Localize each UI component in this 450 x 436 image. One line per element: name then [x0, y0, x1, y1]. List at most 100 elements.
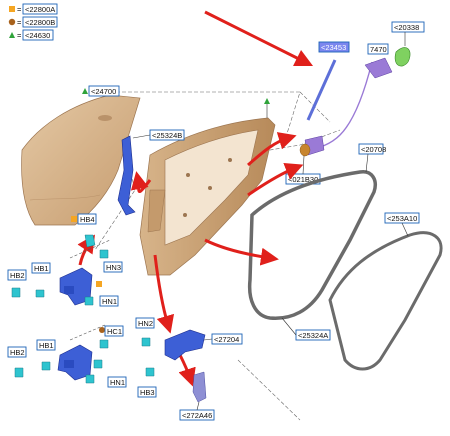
- label-hb2-lower: HB2: [10, 348, 25, 357]
- label-hn3: HN3: [106, 263, 121, 272]
- clip: [41, 361, 51, 371]
- label-box: [36, 339, 56, 351]
- label-box: [135, 317, 155, 329]
- label-box: [137, 386, 157, 398]
- outer-door-panel: [21, 94, 141, 226]
- arrow: [130, 171, 152, 193]
- label-box: [318, 41, 350, 53]
- legend-label-square: <22800A: [25, 5, 55, 14]
- legend-item-square: = <22800A: [9, 3, 58, 15]
- clip: [141, 337, 151, 347]
- inner-door-frame: [139, 117, 276, 276]
- leader-line: [203, 338, 213, 341]
- door-check-bracket: [164, 329, 206, 361]
- check-plug: [299, 143, 311, 157]
- upper-hinge: [59, 267, 93, 306]
- label-box: [367, 43, 389, 55]
- big-arrow: [204, 10, 314, 67]
- label-box: [7, 269, 27, 281]
- clip: [14, 367, 24, 378]
- clip: [93, 359, 103, 369]
- leader-line: [132, 134, 151, 139]
- clip: [99, 339, 109, 349]
- clip: [35, 289, 45, 298]
- door-panel-triangle-icon: [82, 88, 88, 94]
- label-hn1-upper: HN1: [102, 297, 117, 306]
- clip: [145, 367, 155, 377]
- label-box: [99, 295, 119, 307]
- label-hb2-upper: HB2: [10, 271, 25, 280]
- legend-label-box: [22, 29, 54, 41]
- dash-line: [69, 239, 111, 259]
- legend-item-triangle: = <24630: [9, 29, 54, 41]
- trim-bracket: [117, 135, 136, 216]
- label-box: [104, 325, 124, 337]
- circle-icon: [8, 18, 16, 26]
- frame-triangle-icon: [264, 98, 270, 104]
- clip: [84, 296, 94, 306]
- label-hb4: HB4: [80, 215, 95, 224]
- latch-cable: [304, 57, 393, 156]
- label-box: [391, 21, 425, 33]
- label-outer-seal: <20708: [361, 145, 386, 154]
- label-hn2: HN2: [138, 319, 153, 328]
- leader-line: [365, 153, 369, 173]
- leader-line: [196, 401, 200, 411]
- leader-line: [281, 317, 297, 336]
- hinge-square-icon: [96, 281, 102, 287]
- clip: [84, 234, 96, 248]
- label-door-panel: <24700: [91, 87, 116, 96]
- arrow: [153, 254, 175, 334]
- label-box: [103, 261, 123, 273]
- inner-seal: [328, 231, 443, 371]
- outer-seal: [247, 170, 377, 320]
- label-hc1: HC1: [107, 327, 122, 336]
- triangle-icon: [9, 32, 15, 38]
- label-box: [358, 143, 384, 155]
- square-icon: [9, 6, 15, 12]
- legend-label-triangle: <24630: [25, 31, 50, 40]
- label-inner-seal: <253A10: [387, 214, 417, 223]
- legend-label-box: [22, 3, 58, 15]
- arrow: [178, 354, 196, 387]
- striker-clip: [394, 47, 411, 67]
- label-door-frame: <25324B: [152, 131, 182, 140]
- dash-line: [69, 324, 106, 341]
- arrow: [247, 162, 304, 197]
- legend-equals: =: [17, 31, 22, 40]
- actuator-rod: [306, 59, 337, 121]
- clip: [99, 249, 109, 259]
- leader-line: [401, 222, 409, 237]
- label-box: [7, 346, 27, 358]
- label-box: [107, 376, 127, 388]
- arrow: [204, 238, 279, 266]
- leader-line: [302, 155, 305, 175]
- hc1-circle-icon: [99, 327, 105, 333]
- label-hb1-lower: HB1: [39, 341, 54, 350]
- label-rod: <23453: [321, 43, 346, 52]
- legend-item-circle: = <22800B: [8, 16, 58, 28]
- legend-label-circle: <22800B: [25, 18, 55, 27]
- clip: [11, 287, 21, 298]
- label-hb3: HB3: [140, 388, 155, 397]
- label-check-pin: <272A46: [182, 411, 212, 420]
- arrow: [247, 132, 297, 167]
- label-latch-cable: 7470: [370, 45, 387, 54]
- label-check-bracket: <27204: [214, 335, 239, 344]
- label-box: [31, 262, 51, 274]
- label-mid-seal: <25324A: [298, 331, 328, 340]
- legend-equals: =: [17, 18, 22, 27]
- label-box: [88, 85, 120, 97]
- check-pin: [192, 371, 207, 403]
- hb4-square-icon: [71, 216, 77, 222]
- legend: = <22800A = <22800B = <24630: [8, 3, 58, 41]
- clip: [85, 374, 95, 384]
- label-hb1-upper: HB1: [34, 264, 49, 273]
- label-hn1-lower: HN1: [110, 378, 125, 387]
- label-striker-clip: <20338: [394, 23, 419, 32]
- legend-label-box: [22, 16, 58, 28]
- legend-equals: =: [17, 5, 22, 14]
- lower-hinge: [57, 344, 93, 381]
- callout-arrows: [77, 10, 314, 387]
